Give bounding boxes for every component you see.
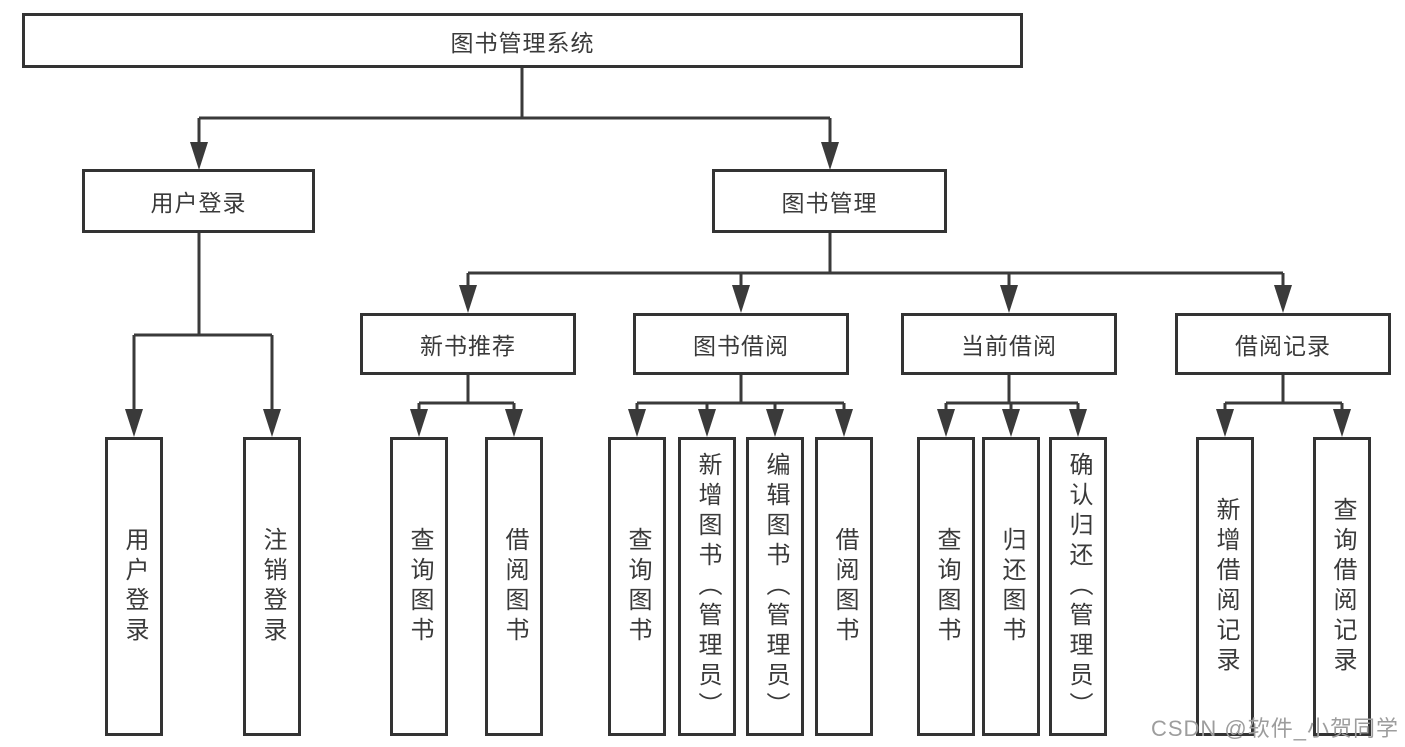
node-borrow-record: 借阅记录 bbox=[1175, 313, 1391, 375]
leaf-add-borrow-record: 新增借阅记录 bbox=[1196, 437, 1254, 736]
node-new-book-recommend: 新书推荐 bbox=[360, 313, 576, 375]
leaf-borrow-book-label: 借阅图书 bbox=[831, 526, 858, 647]
leaf-query-borrow-record: 查询借阅记录 bbox=[1313, 437, 1371, 736]
leaf-borrow-book: 借阅图书 bbox=[815, 437, 873, 736]
arrow-down-icon bbox=[410, 409, 428, 437]
leaf-rec-query-book: 查询图书 bbox=[390, 437, 448, 736]
leaf-current-query-book: 查询图书 bbox=[917, 437, 975, 736]
leaf-user-login-label: 用户登录 bbox=[121, 526, 148, 647]
arrow-down-icon bbox=[1069, 409, 1087, 437]
arrow-down-icon bbox=[459, 285, 477, 313]
node-current-borrow-label: 当前借阅 bbox=[961, 333, 1057, 359]
arrow-down-icon bbox=[821, 142, 839, 170]
arrow-down-icon bbox=[1333, 409, 1351, 437]
node-borrow-record-label: 借阅记录 bbox=[1235, 333, 1331, 359]
leaf-logout-label: 注销登录 bbox=[259, 526, 286, 647]
leaf-logout: 注销登录 bbox=[243, 437, 301, 736]
arrow-down-icon bbox=[125, 409, 143, 437]
leaf-rec-borrow-book: 借阅图书 bbox=[485, 437, 543, 736]
arrow-down-icon bbox=[937, 409, 955, 437]
leaf-edit-book-admin: 编辑图书（管理员） bbox=[746, 437, 804, 736]
arrow-down-icon bbox=[766, 409, 784, 437]
leaf-query-borrow-record-label: 查询借阅记录 bbox=[1329, 496, 1356, 677]
node-user-login-label: 用户登录 bbox=[150, 190, 247, 216]
node-book-management-label: 图书管理 bbox=[781, 190, 878, 216]
arrow-down-icon bbox=[1216, 409, 1234, 437]
arrow-down-icon bbox=[732, 285, 750, 313]
arrow-down-icon bbox=[698, 409, 716, 437]
node-book-management: 图书管理 bbox=[712, 169, 947, 233]
node-book-borrow-label: 图书借阅 bbox=[693, 333, 789, 359]
node-root-label: 图书管理系统 bbox=[450, 29, 595, 56]
leaf-rec-query-book-label: 查询图书 bbox=[406, 526, 433, 647]
leaf-return-book: 归还图书 bbox=[982, 437, 1040, 736]
leaf-confirm-return-admin-label: 确认归还（管理员） bbox=[1065, 451, 1092, 722]
node-root: 图书管理系统 bbox=[22, 13, 1023, 68]
node-book-borrow: 图书借阅 bbox=[633, 313, 849, 375]
leaf-current-query-book-label: 查询图书 bbox=[933, 526, 960, 647]
arrow-down-icon bbox=[1002, 409, 1020, 437]
leaf-add-borrow-record-label: 新增借阅记录 bbox=[1212, 496, 1239, 677]
leaf-borrow-query-book-label: 查询图书 bbox=[624, 526, 651, 647]
arrow-down-icon bbox=[190, 142, 208, 170]
node-user-login: 用户登录 bbox=[82, 169, 315, 233]
arrow-down-icon bbox=[505, 409, 523, 437]
leaf-confirm-return-admin: 确认归还（管理员） bbox=[1049, 437, 1107, 736]
arrow-down-icon bbox=[628, 409, 646, 437]
leaf-edit-book-admin-label: 编辑图书（管理员） bbox=[762, 451, 789, 722]
leaf-user-login: 用户登录 bbox=[105, 437, 163, 736]
csdn-watermark: CSDN @软件_小贺同学 bbox=[1150, 716, 1399, 741]
leaf-return-book-label: 归还图书 bbox=[998, 526, 1025, 647]
arrow-down-icon bbox=[263, 409, 281, 437]
leaf-add-book-admin: 新增图书（管理员） bbox=[678, 437, 736, 736]
arrowhead-group bbox=[125, 142, 1351, 437]
node-new-book-recommend-label: 新书推荐 bbox=[420, 333, 516, 359]
leaf-rec-borrow-book-label: 借阅图书 bbox=[501, 526, 528, 647]
node-current-borrow: 当前借阅 bbox=[901, 313, 1117, 375]
arrow-down-icon bbox=[835, 409, 853, 437]
leaf-borrow-query-book: 查询图书 bbox=[608, 437, 666, 736]
leaf-add-book-admin-label: 新增图书（管理员） bbox=[694, 451, 721, 722]
arrow-down-icon bbox=[1274, 285, 1292, 313]
arrow-down-icon bbox=[1000, 285, 1018, 313]
